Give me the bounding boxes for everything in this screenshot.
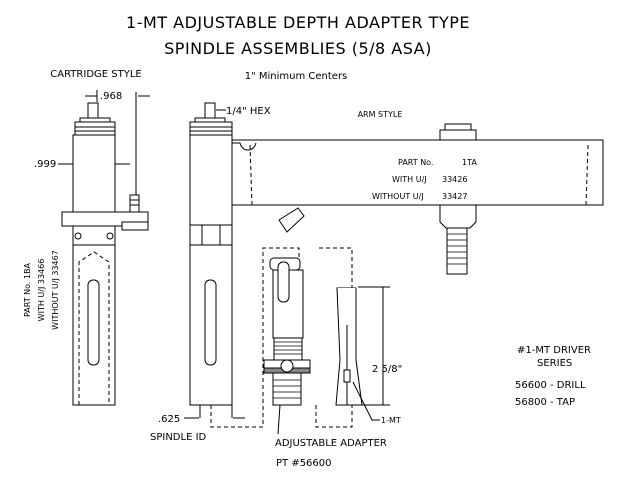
cartridge-with-uj: WITH U/J 33466 [37, 259, 46, 322]
arm-without-value: 33427 [442, 192, 467, 201]
hex-label: 1/4" HEX [226, 106, 271, 117]
cartridge-assembly: CARTRIDGE STYLE .968 .999 PART No. 1BA W… [23, 69, 150, 406]
title-line-1: 1-MT ADJUSTABLE DEPTH ADAPTER TYPE [126, 13, 470, 32]
cartridge-without-uj: WITHOUT U/J 33467 [51, 250, 60, 330]
driver-series-note: #1-MT DRIVER SERIES 56600 - DRILL 56800 … [515, 345, 591, 408]
cartridge-heading: CARTRIDGE STYLE [50, 69, 141, 80]
driver-series: SERIES [537, 358, 572, 369]
arm-part-label: PART No. [398, 158, 433, 167]
cartridge-part-no: PART No. 1BA [23, 262, 32, 317]
arm-with-value: 33426 [442, 175, 467, 184]
morse-taper: 2 5/8" 1-MT [335, 286, 402, 425]
spindle-id-label: SPINDLE ID [150, 432, 207, 443]
subtitle: 1" Minimum Centers [245, 71, 348, 82]
driver-title: #1-MT DRIVER [517, 345, 591, 356]
adjustable-adapter: ADJUSTABLE ADAPTER PT #56600 [263, 257, 387, 469]
taper-length: 2 5/8" [372, 364, 402, 375]
arm-without-label: WITHOUT U/J [372, 192, 424, 201]
driver-drill: 56600 - DRILL [515, 380, 586, 391]
driver-tap: 56800 - TAP [515, 397, 575, 408]
spindle-dim: .625 [158, 414, 180, 425]
arm-heading: ARM STYLE [358, 110, 403, 119]
arm-with-label: WITH U/J [392, 175, 427, 184]
adapter-part: PT #56600 [276, 458, 332, 469]
cartridge-dim-side: .999 [34, 159, 56, 170]
arm-part-value: 1TA [462, 158, 477, 167]
title-line-2: SPINDLE ASSEMBLIES (5/8 ASA) [164, 39, 432, 58]
adapter-label: ADJUSTABLE ADAPTER [275, 438, 387, 449]
taper-label: 1-MT [381, 416, 401, 425]
cartridge-dim-top: .968 [100, 91, 122, 102]
arm-assembly: 1/4" HEX ARM STYLE PART No. 1TA WITH U/J… [150, 102, 604, 443]
